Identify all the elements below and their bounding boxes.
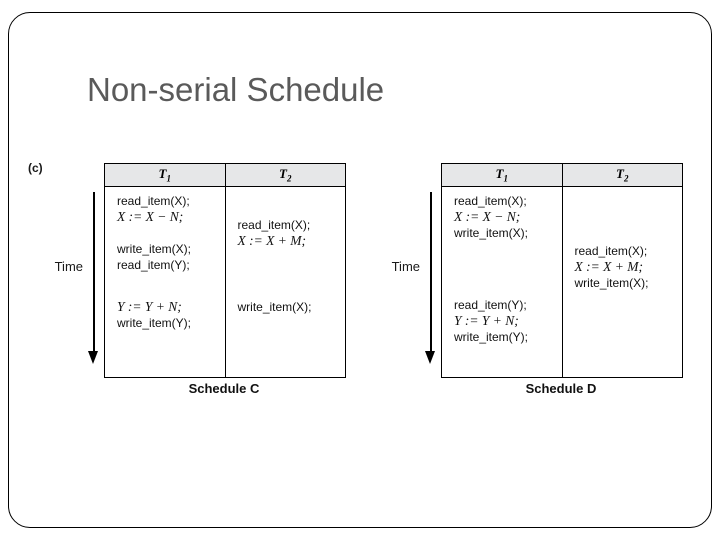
statement-line: write_item(Y); bbox=[454, 330, 529, 344]
time-axis-label: Time bbox=[391, 259, 420, 274]
t2-label: T bbox=[616, 166, 624, 182]
schedule-d-table: T1 T2 read_item(X); X := X − N; write_it… bbox=[441, 163, 683, 378]
figure-label: (c) bbox=[28, 161, 43, 175]
table-header-row: T1 T2 bbox=[105, 164, 345, 187]
cell-t2-d: read_item(X); X := X + M; write_item(X); bbox=[562, 187, 682, 378]
statement-line: X := X − N; bbox=[117, 209, 184, 224]
t2-subscript: 2 bbox=[623, 173, 629, 184]
statement-group: Y := Y + N; write_item(Y); bbox=[117, 299, 191, 331]
time-arrow-line-icon bbox=[93, 192, 95, 356]
time-axis-c: Time bbox=[43, 163, 99, 375]
statement-line: read_item(X); bbox=[117, 194, 190, 208]
time-arrow-line-icon bbox=[430, 192, 432, 356]
statement-line: write_item(X); bbox=[117, 242, 192, 256]
schedule-c-caption: Schedule C bbox=[188, 381, 260, 396]
time-axis-d: Time bbox=[380, 163, 436, 375]
column-header-t1: T1 bbox=[105, 164, 226, 187]
t1-label: T bbox=[158, 166, 167, 182]
statement-line: X := X − N; bbox=[454, 209, 521, 224]
statement-line: X := X + M; bbox=[237, 233, 306, 248]
column-header-t2: T2 bbox=[562, 164, 682, 187]
time-arrow-head-icon bbox=[425, 351, 435, 364]
table-body-row: read_item(X); X := X − N; write_item(X);… bbox=[442, 186, 682, 378]
statement-line: X := X + M; bbox=[574, 259, 643, 274]
statement-group: write_item(X); bbox=[238, 299, 312, 315]
t1-label: T bbox=[495, 166, 504, 182]
statement-line: read_item(X); bbox=[574, 244, 648, 258]
cell-t1-c: read_item(X); X := X − N; write_item(X);… bbox=[105, 186, 226, 377]
slide-frame: Non-serial Schedule (c) Time T1 T2 bbox=[8, 12, 712, 528]
statement-line: read_item(Y); bbox=[117, 258, 190, 272]
statement-line: write_item(X); bbox=[454, 226, 529, 240]
t1-subscript: 1 bbox=[503, 173, 508, 184]
statement-group: write_item(X); read_item(Y); bbox=[117, 241, 191, 273]
t2-subscript: 2 bbox=[286, 173, 292, 184]
time-axis-label: Time bbox=[54, 259, 83, 274]
statement-line: Y := Y + N; bbox=[454, 313, 519, 328]
statement-line: write_item(Y); bbox=[117, 316, 192, 330]
table-body-row: read_item(X); X := X − N; write_item(X);… bbox=[105, 186, 345, 378]
statement-group: read_item(Y); Y := Y + N; write_item(Y); bbox=[454, 297, 528, 345]
schedule-d-caption: Schedule D bbox=[525, 381, 597, 396]
page-title: Non-serial Schedule bbox=[87, 71, 385, 108]
column-header-t1: T1 bbox=[442, 164, 563, 187]
statement-group: read_item(X); X := X + M; bbox=[238, 217, 311, 249]
statement-line: read_item(X); bbox=[454, 194, 527, 208]
statement-group: read_item(X); X := X − N; write_item(X); bbox=[454, 193, 528, 241]
statement-group: read_item(X); X := X + M; write_item(X); bbox=[575, 243, 649, 291]
schedule-c-table: T1 T2 read_item(X); X := X − N; write_it… bbox=[104, 163, 346, 378]
statement-line: read_item(X); bbox=[237, 218, 311, 232]
t2-label: T bbox=[279, 166, 287, 182]
t1-subscript: 1 bbox=[166, 173, 171, 184]
cell-t1-d: read_item(X); X := X − N; write_item(X);… bbox=[442, 186, 563, 377]
statement-line: Y := Y + N; bbox=[117, 299, 182, 314]
cell-t2-c: read_item(X); X := X + M; write_item(X); bbox=[225, 187, 345, 378]
statement-line: read_item(Y); bbox=[454, 298, 527, 312]
column-header-t2: T2 bbox=[225, 164, 345, 187]
statement-line: write_item(X); bbox=[574, 276, 649, 290]
statement-group: read_item(X); X := X − N; bbox=[117, 193, 190, 225]
table-header-row: T1 T2 bbox=[442, 164, 682, 187]
statement-line: write_item(X); bbox=[237, 300, 312, 314]
time-arrow-head-icon bbox=[88, 351, 98, 364]
